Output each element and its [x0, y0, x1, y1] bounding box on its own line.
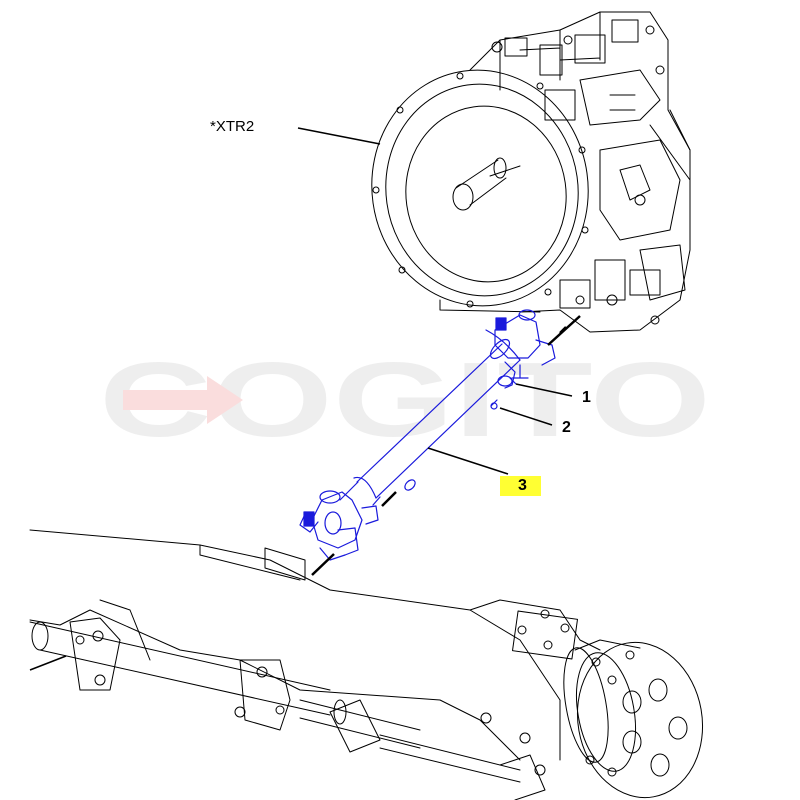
leader-lines — [29, 127, 573, 671]
bell-housing-flange — [371, 69, 589, 313]
leader-part-3 — [427, 447, 509, 475]
callout-part-2[interactable]: 2 — [562, 419, 571, 436]
bolt-part-1[interactable] — [497, 375, 517, 387]
transmission-housing — [469, 11, 691, 333]
watermark-arrow-icon — [123, 376, 243, 424]
leader-part-2 — [499, 407, 553, 426]
lower-universal-joint — [299, 490, 379, 561]
grease-nipple-part-2[interactable] — [403, 399, 498, 492]
wheel-hub — [563, 639, 704, 799]
callout-xtr2[interactable]: *XTR2 — [210, 118, 255, 135]
axle-tube-left — [29, 617, 546, 800]
drive-shaft-assembly[interactable] — [299, 309, 556, 561]
watermark-text: COGITO — [99, 352, 711, 447]
leader-axle — [29, 655, 67, 671]
upper-universal-joint — [494, 309, 556, 389]
drive-shaft-tube — [356, 343, 521, 499]
leader-part-1 — [515, 383, 573, 397]
leader-xtr2 — [297, 127, 381, 145]
callout-part-3-highlighted[interactable]: 3 — [500, 476, 541, 496]
callout-part-1[interactable]: 1 — [582, 389, 591, 406]
cogito-watermark: COGITO — [99, 352, 711, 447]
front-axle-housing — [29, 529, 601, 761]
assembly-centerline — [311, 315, 581, 576]
